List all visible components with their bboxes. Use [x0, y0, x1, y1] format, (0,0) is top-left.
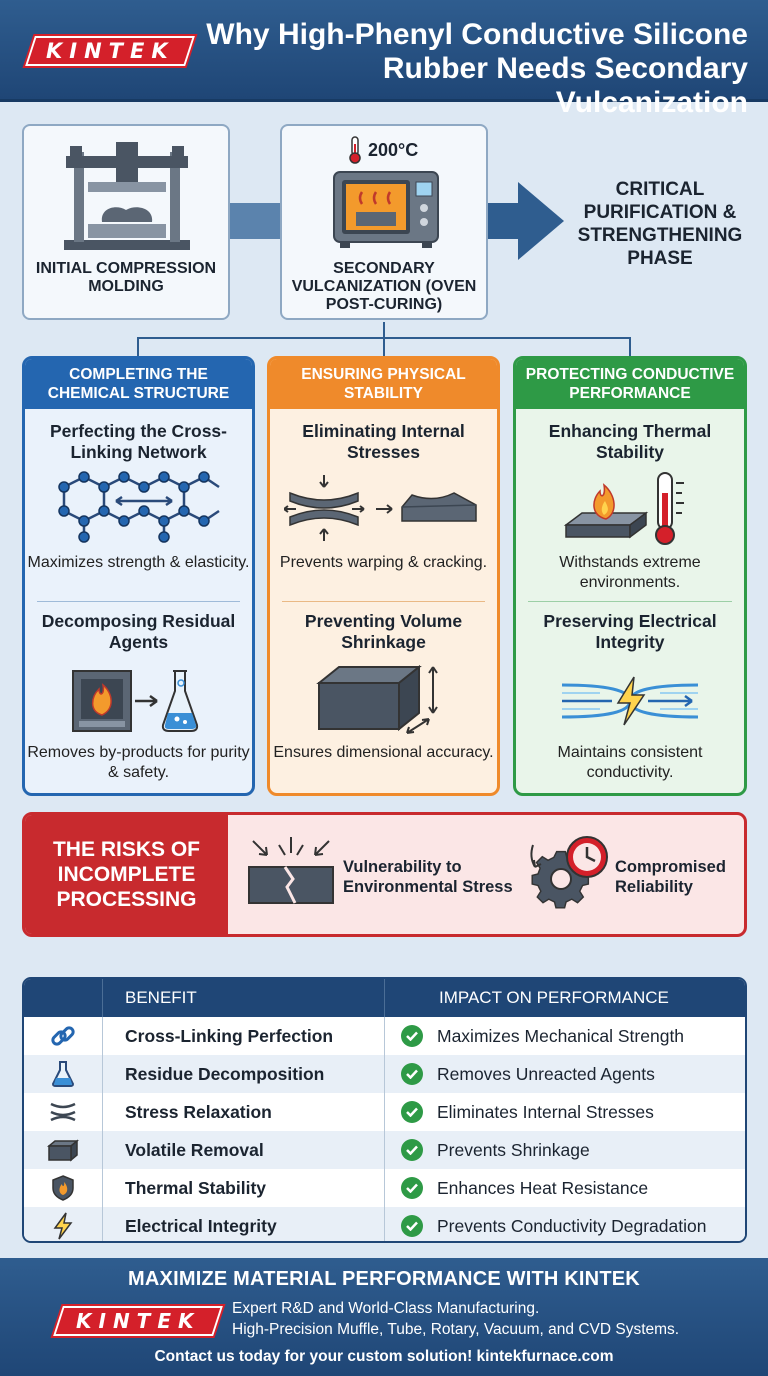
impact-text: Maximizes Mechanical Strength — [437, 1025, 685, 1046]
chain-link-icon — [24, 1017, 102, 1055]
header-banner: KINTEK Why High-Phenyl Conductive Silico… — [0, 0, 768, 119]
check-icon — [401, 1177, 423, 1199]
check-icon — [401, 1063, 423, 1085]
divider — [528, 601, 732, 602]
impact-text: Prevents Conductivity Degradation — [437, 1215, 707, 1236]
column-header: COMPLETING THE CHEMICAL STRUCTURE — [25, 359, 252, 409]
subsection-description: Maximizes strength & elasticity. — [27, 554, 250, 571]
cracked-material-icon — [245, 837, 337, 914]
step1-label: INITIAL COMPRESSION MOLDING — [35, 260, 217, 295]
risks-panel: THE RISKS OF INCOMPLETE PROCESSING Vulne… — [22, 812, 747, 937]
subsection-title: Preventing Volume Shrinkage — [304, 611, 463, 652]
subsection-description: Removes by-products for purity & safety. — [27, 744, 250, 781]
stress-relief-icon — [270, 473, 497, 543]
thermal-stability-icon — [516, 469, 744, 547]
footer-banner: MAXIMIZE MATERIAL PERFORMANCE WITH KINTE… — [0, 1258, 768, 1376]
footer-products: High-Precision Muffle, Tube, Rotary, Vac… — [232, 1321, 680, 1338]
impact-text: Enhances Heat Resistance — [437, 1177, 649, 1198]
column-chemical-structure: COMPLETING THE CHEMICAL STRUCTURE Perfec… — [22, 356, 255, 796]
flow-result: CRITICAL PURIFICATION & STRENGTHENING PH… — [577, 179, 743, 269]
subsection-description: Withstands extreme environments. — [559, 554, 701, 591]
flask-icon — [24, 1055, 102, 1093]
gear-clock-icon — [525, 833, 613, 918]
check-icon — [401, 1215, 423, 1237]
footer-tagline: Expert R&D and World-Class Manufacturing… — [232, 1300, 540, 1317]
benefit-name: Residue Decomposition — [102, 1055, 384, 1093]
check-icon — [401, 1025, 423, 1047]
benefit-name: Volatile Removal — [102, 1131, 384, 1169]
risks-header: THE RISKS OF INCOMPLETE PROCESSING — [25, 815, 228, 934]
column-conductive-performance: PROTECTING CONDUCTIVE PERFORMANCE Enhanc… — [513, 356, 747, 796]
impact-text: Prevents Shrinkage — [437, 1139, 590, 1160]
impact-cell: Removes Unreacted Agents — [384, 1055, 745, 1093]
column-header: ENSURING PHYSICAL STABILITY — [270, 359, 497, 409]
impact-cell: Prevents Shrinkage — [384, 1131, 745, 1169]
thermometer-icon — [349, 136, 361, 164]
flame-shield-icon — [24, 1169, 102, 1207]
subsection-title: Eliminating Internal Stresses — [302, 421, 465, 462]
logo-text: KINTEK — [75, 1309, 201, 1333]
table-row: Residue Decomposition Removes Unreacted … — [24, 1055, 745, 1093]
oven-icon — [332, 170, 440, 255]
dimension-cube-icon — [270, 661, 497, 737]
footer-contact-link[interactable]: Contact us today for your custom solutio… — [154, 1348, 614, 1365]
subsection-description: Ensures dimensional accuracy. — [273, 744, 494, 761]
column-header: PROTECTING CONDUCTIVE PERFORMANCE — [516, 359, 744, 409]
check-icon — [401, 1101, 423, 1123]
subsection-description: Prevents warping & cracking. — [279, 554, 488, 571]
impact-text: Removes Unreacted Agents — [437, 1063, 655, 1084]
subsection-title: Preserving Electrical Integrity — [543, 611, 717, 652]
benefit-name: Thermal Stability — [102, 1169, 384, 1207]
subsection-title: Perfecting the Cross-Linking Network — [50, 421, 227, 462]
benefit-name: Cross-Linking Perfection — [102, 1017, 384, 1055]
step-secondary-vulcanization: 200°C SECONDARY VULCANIZATION (OVEN POST… — [280, 124, 488, 320]
table-header-benefit: BENEFIT — [102, 979, 384, 1017]
page-title: Why High-Phenyl Conductive Silicone Rubb… — [206, 18, 748, 119]
flow-arrow-icon — [518, 182, 564, 260]
step-compression-molding: INITIAL COMPRESSION MOLDING — [22, 124, 230, 320]
benefit-name: Electrical Integrity — [102, 1207, 384, 1241]
subsection-title: Enhancing Thermal Stability — [548, 421, 712, 462]
divider — [282, 601, 485, 602]
table-row: Volatile Removal Prevents Shrinkage — [24, 1131, 745, 1169]
cube-icon — [24, 1131, 102, 1169]
benefits-table: BENEFIT IMPACT ON PERFORMANCE Cross-Link… — [22, 977, 747, 1243]
temperature-value: 200°C — [368, 139, 419, 160]
table-header-icon-col — [24, 979, 102, 1017]
table-row: Cross-Linking Perfection Maximizes Mecha… — [24, 1017, 745, 1055]
press-icon — [64, 142, 190, 259]
impact-cell: Maximizes Mechanical Strength — [384, 1017, 745, 1055]
table-row: Electrical Integrity Prevents Conductivi… — [24, 1207, 745, 1241]
furnace-flask-icon — [25, 665, 252, 735]
table-header-impact: IMPACT ON PERFORMANCE — [384, 979, 745, 1017]
step2-label: SECONDARY VULCANIZATION (OVEN POST-CURIN… — [291, 260, 477, 313]
risk-environmental-stress: Vulnerability to Environmental Stress — [343, 858, 513, 896]
column-physical-stability: ENSURING PHYSICAL STABILITY Eliminating … — [267, 356, 500, 796]
check-icon — [401, 1139, 423, 1161]
subsection-title: Decomposing Residual Agents — [41, 611, 236, 652]
footer-heading: MAXIMIZE MATERIAL PERFORMANCE WITH KINTE… — [128, 1268, 640, 1290]
crosslink-network-icon — [25, 471, 252, 543]
table-row: Thermal Stability Enhances Heat Resistan… — [24, 1169, 745, 1207]
benefit-name: Stress Relaxation — [102, 1093, 384, 1131]
connector-lines — [137, 322, 631, 358]
electrical-flow-icon — [516, 673, 744, 729]
kintek-logo[interactable]: KINTEK — [53, 1306, 223, 1336]
stress-waves-icon — [24, 1093, 102, 1131]
divider — [37, 601, 240, 602]
subsection-description: Maintains consistent conductivity. — [557, 744, 703, 781]
lightning-icon — [24, 1207, 102, 1241]
impact-cell: Enhances Heat Resistance — [384, 1169, 745, 1207]
risk-compromised-reliability: Compromised Reliability — [615, 858, 726, 896]
impact-cell: Prevents Conductivity Degradation — [384, 1207, 745, 1241]
impact-text: Eliminates Internal Stresses — [437, 1101, 654, 1122]
impact-cell: Eliminates Internal Stresses — [384, 1093, 745, 1131]
table-row: Stress Relaxation Eliminates Internal St… — [24, 1093, 745, 1131]
temperature-readout: 200°C — [348, 136, 418, 164]
